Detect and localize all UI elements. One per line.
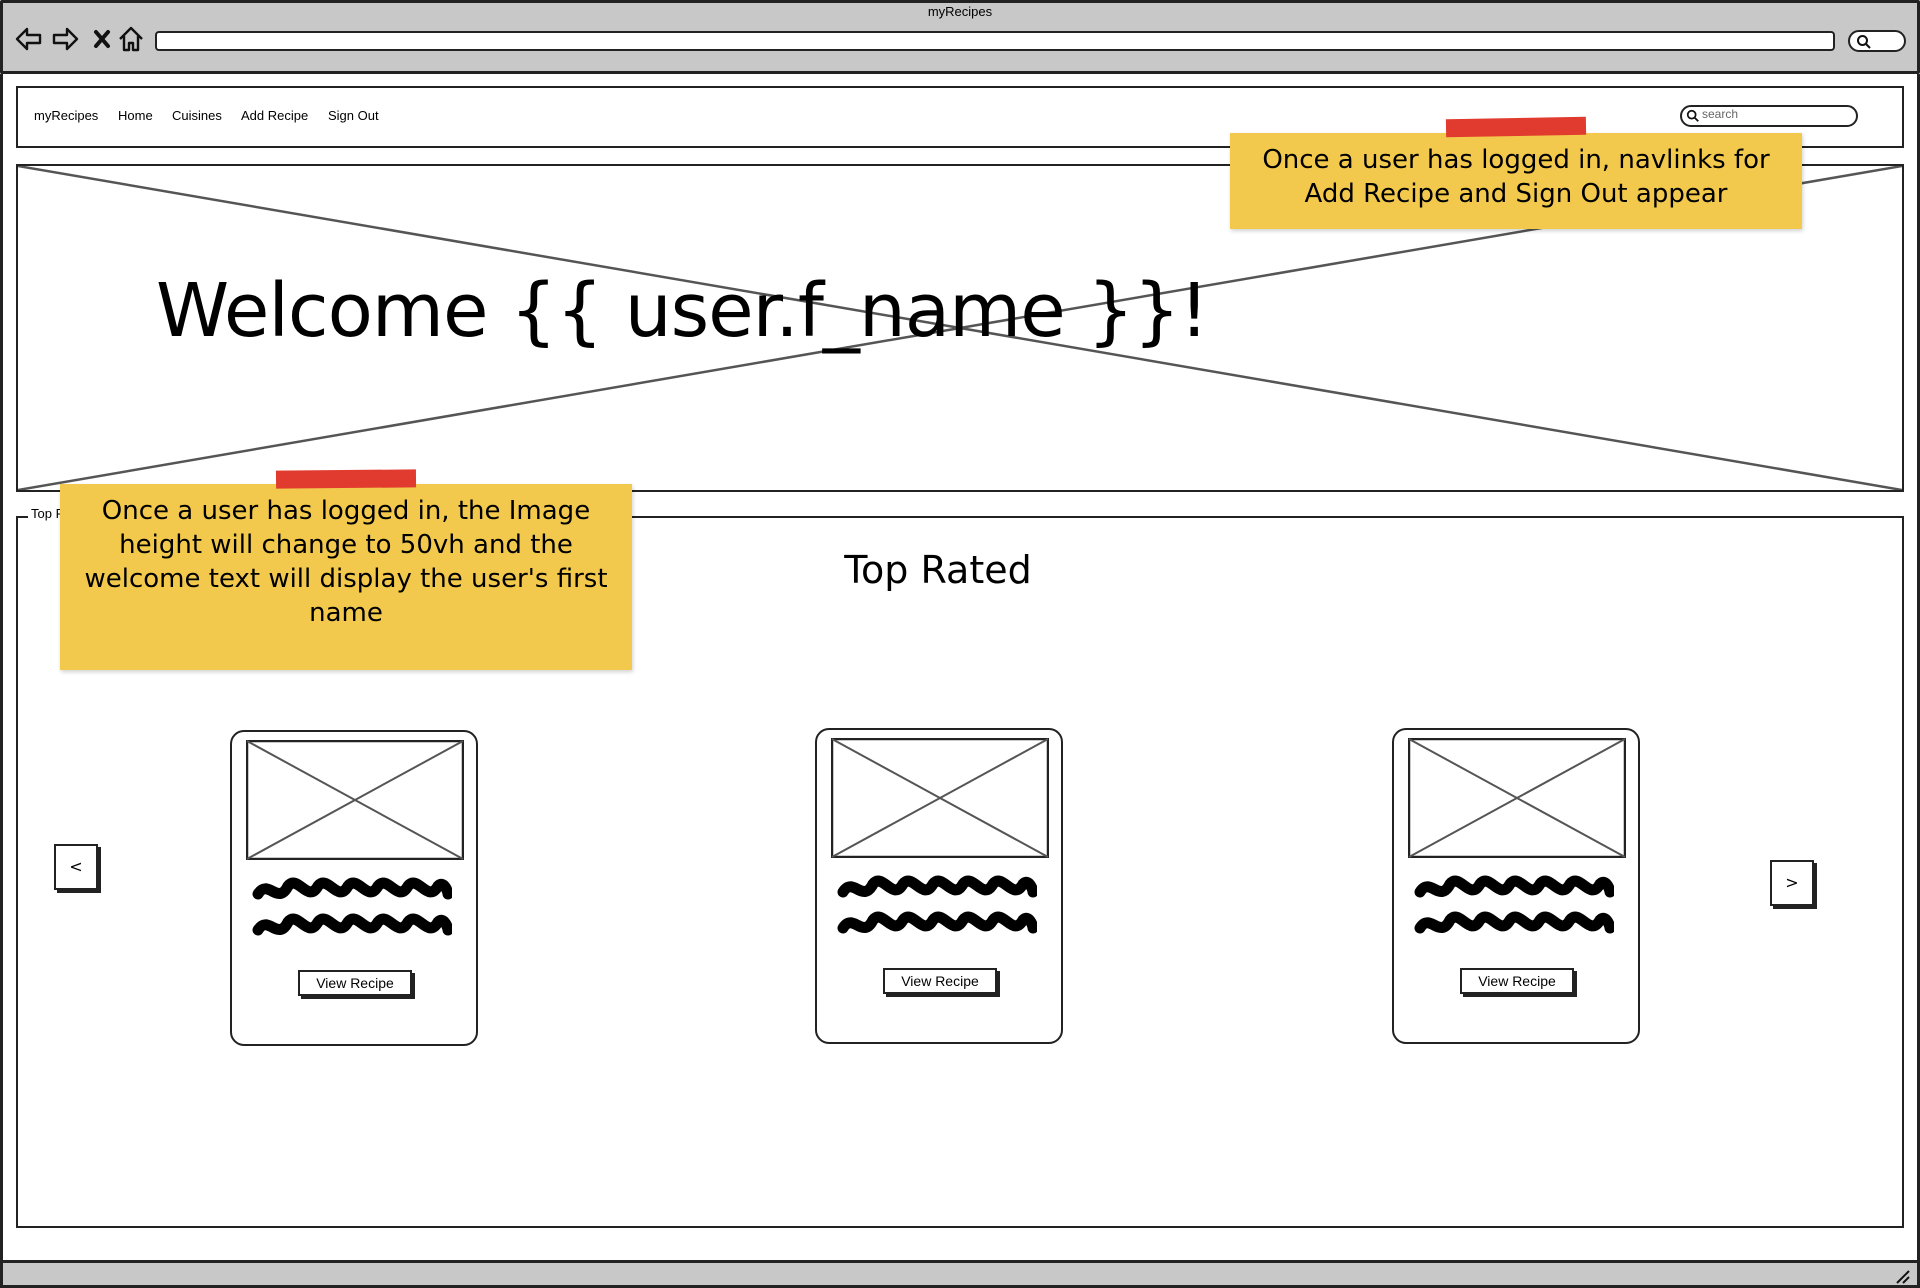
nav-link-add-recipe[interactable]: Add Recipe (241, 108, 309, 123)
card-image-placeholder-icon (831, 738, 1049, 858)
section-title: Top Rated (844, 548, 1032, 592)
recipe-card: View Recipe (815, 728, 1063, 1044)
view-recipe-button[interactable]: View Recipe (298, 970, 412, 996)
nav-link-home[interactable]: Home (118, 108, 153, 123)
note-tape (275, 469, 417, 489)
nav-brand[interactable]: myRecipes (34, 108, 99, 123)
recipe-card: View Recipe (230, 730, 478, 1046)
address-bar[interactable] (155, 31, 1835, 51)
card-image-placeholder-icon (246, 740, 464, 860)
nav-link-cuisines[interactable]: Cuisines (172, 108, 222, 123)
search-icon (1857, 35, 1871, 49)
text-scribble-icon (252, 877, 452, 936)
text-scribble-icon (1414, 875, 1614, 934)
back-arrow-icon[interactable] (14, 24, 44, 54)
home-icon[interactable] (116, 24, 146, 54)
resize-grip-icon[interactable] (1891, 1265, 1911, 1285)
nav-link-sign-out[interactable]: Sign Out (328, 108, 379, 123)
annotation-note-image: Once a user has logged in, the Image hei… (60, 484, 632, 670)
stop-icon[interactable] (88, 24, 118, 54)
carousel-prev-button[interactable]: < (54, 844, 98, 890)
welcome-heading: Welcome {{ user.f_name }}! (156, 268, 1209, 354)
text-scribble-icon (837, 875, 1037, 934)
forward-arrow-icon[interactable] (50, 24, 80, 54)
annotation-note-navlinks: Once a user has logged in, navlinks for … (1230, 133, 1802, 229)
section-label: Top R (28, 506, 68, 521)
window-title: myRecipes (927, 4, 993, 19)
note-tape (1445, 116, 1587, 138)
nav-search-input[interactable] (1680, 105, 1858, 127)
search-icon (1686, 109, 1699, 122)
browser-search-field[interactable] (1848, 30, 1906, 52)
nav-search-placeholder: search (1702, 107, 1739, 121)
card-image-placeholder-icon (1408, 738, 1626, 858)
view-recipe-button[interactable]: View Recipe (883, 968, 997, 994)
carousel-next-button[interactable]: > (1770, 860, 1814, 906)
browser-status-bar (0, 1260, 1920, 1288)
view-recipe-button[interactable]: View Recipe (1460, 968, 1574, 994)
recipe-card: View Recipe (1392, 728, 1640, 1044)
